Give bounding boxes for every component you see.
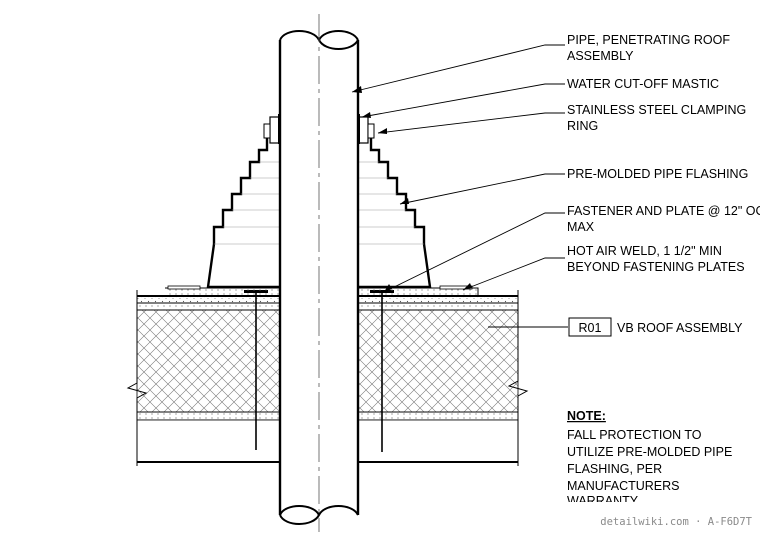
roof-assembly-right xyxy=(357,290,529,466)
break-line-right xyxy=(507,290,529,466)
label-weld-line1: HOT AIR WELD, 1 1/2" MIN xyxy=(567,244,722,258)
assembly-tag: R01 xyxy=(579,321,602,335)
watermark: detailwiki.com · A-F6D7T xyxy=(600,516,752,528)
assembly-tag-box xyxy=(568,317,612,337)
cover-board-left xyxy=(136,302,281,311)
clamp-ring-right xyxy=(358,116,369,144)
leader-weld xyxy=(462,257,565,291)
flashing-left-profile xyxy=(206,135,280,289)
note-cutoff-mask xyxy=(560,502,760,514)
note-line1: FALL PROTECTION TO xyxy=(567,428,702,442)
callout-labels: PIPE, PENETRATING ROOF ASSEMBLY WATER CU… xyxy=(567,33,760,337)
label-weld-line2: BEYOND FASTENING PLATES xyxy=(567,260,745,274)
label-pipe-line1: PIPE, PENETRATING ROOF xyxy=(567,33,730,47)
label-flashing: PRE-MOLDED PIPE FLASHING xyxy=(567,167,748,181)
label-ring-line2: RING xyxy=(567,119,598,133)
note-line3: FLASHING, PER xyxy=(567,462,662,476)
label-fastener-line1: FASTENER AND PLATE @ 12" OC xyxy=(567,204,760,218)
label-fastener-line2: MAX xyxy=(567,220,595,234)
insulation-left xyxy=(136,309,281,413)
assembly-text: VB ROOF ASSEMBLY xyxy=(617,321,743,335)
vapor-barrier-left xyxy=(136,411,281,421)
flashing-right-profile xyxy=(358,135,432,289)
label-ring-line1: STAINLESS STEEL CLAMPING xyxy=(567,103,746,117)
leader-lines xyxy=(351,44,568,328)
break-line-left xyxy=(126,290,148,466)
label-mastic: WATER CUT-OFF MASTIC xyxy=(567,77,719,91)
label-pipe-line2: ASSEMBLY xyxy=(567,49,634,63)
leader-mastic xyxy=(361,83,565,118)
pre-molded-flashing xyxy=(206,135,432,289)
clamp-ring-left xyxy=(269,116,280,144)
roof-assembly-left xyxy=(126,290,281,466)
note-line2: UTILIZE PRE-MOLDED PIPE xyxy=(567,445,732,459)
leader-fastener xyxy=(383,212,565,293)
leader-flashing xyxy=(399,173,565,205)
note-line4: MANUFACTURERS xyxy=(567,479,680,493)
leader-arrowheads xyxy=(352,86,472,292)
note-title: NOTE: xyxy=(567,409,606,423)
pipe xyxy=(278,14,360,532)
note-block: NOTE: FALL PROTECTION TO UTILIZE PRE-MOL… xyxy=(560,409,760,514)
roof-membrane-left xyxy=(136,295,281,304)
leader-pipe xyxy=(351,44,565,93)
deck-right xyxy=(357,419,519,463)
deck-left xyxy=(136,419,281,463)
leader-ring xyxy=(377,112,565,134)
